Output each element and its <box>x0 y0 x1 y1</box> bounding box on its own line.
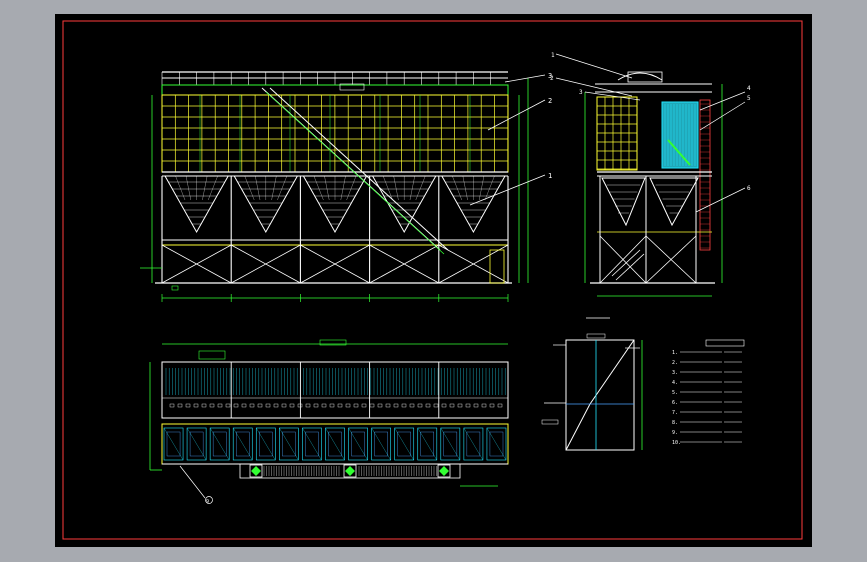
callout-front-3: 3 <box>548 72 552 80</box>
green-diamond-icon <box>343 464 357 478</box>
spec-row-index: 3. <box>672 370 678 376</box>
callout-side-3: 3 <box>579 89 583 96</box>
front-elevation: 3 2 1 <box>140 71 552 302</box>
spec-row-index: 10. <box>672 440 681 446</box>
section-view <box>541 333 643 451</box>
green-diamond-icon <box>249 464 263 478</box>
spec-row-index: 1. <box>672 350 678 356</box>
sheet-border <box>62 20 803 540</box>
spec-row-index: 8. <box>672 420 678 426</box>
callout-plan-9: 9 <box>206 499 209 505</box>
spec-row-index: 7. <box>672 410 678 416</box>
callout-front-2: 2 <box>548 97 552 105</box>
callout-side-5: 5 <box>747 95 751 102</box>
callout-side-2: 2 <box>550 75 554 82</box>
green-diamond-icon <box>437 464 451 478</box>
callout-side-4: 4 <box>747 85 751 92</box>
side-elevation: 1 2 3 4 5 6 <box>550 52 751 319</box>
spec-row-index: 4. <box>672 380 678 386</box>
callout-side-1: 1 <box>551 52 555 59</box>
spec-row-index: 6. <box>672 400 678 406</box>
spec-row-index: 9. <box>672 430 678 436</box>
spec-row-index: 5. <box>672 390 678 396</box>
callout-front-1: 1 <box>548 172 552 180</box>
spec-table: 1. 2. 3. 4. 5. 6. 7. 8. 9. 10. <box>672 339 745 446</box>
spec-row-index: 2. <box>672 360 678 366</box>
plan-view: 9 <box>149 339 509 505</box>
callout-bubble-icon <box>205 496 213 504</box>
callout-side-6: 6 <box>747 185 751 192</box>
